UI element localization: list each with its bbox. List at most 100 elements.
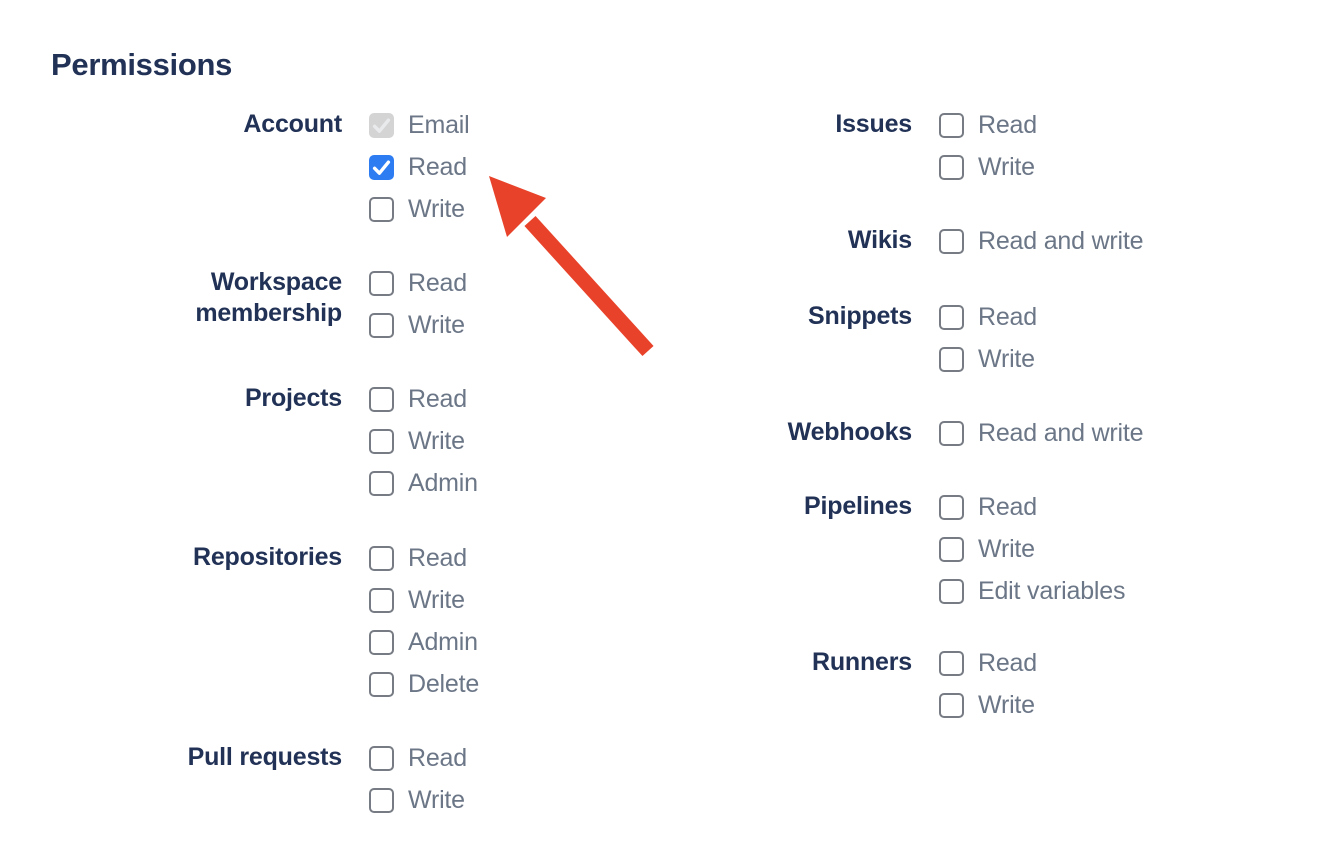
permission-option-list: Read Write	[939, 104, 1037, 188]
permission-option-label: Read	[978, 492, 1037, 521]
permission-option-label: Write	[978, 152, 1035, 181]
permission-option-label: Read	[408, 268, 467, 297]
permission-option-label: Delete	[408, 669, 480, 698]
permission-option-wikis-read-and-write[interactable]: Read and write	[939, 220, 1144, 262]
checkbox-pull-requests-write[interactable]	[369, 787, 394, 813]
permission-option-list: Read Write Admin	[369, 378, 478, 504]
checkbox-repositories-delete[interactable]	[369, 671, 394, 697]
permission-option-label: Write	[408, 194, 465, 223]
checkbox-issues-write[interactable]	[939, 154, 964, 180]
permission-option-label: Admin	[408, 468, 478, 497]
permission-option-projects-write[interactable]: Write	[369, 420, 478, 462]
permission-group-wikis: Wikis Read and write	[727, 220, 1144, 262]
permission-option-repositories-read[interactable]: Read	[369, 537, 479, 579]
permission-option-webhooks-read-and-write[interactable]: Read and write	[939, 412, 1144, 454]
permission-group-label: Projects	[244, 384, 342, 412]
permission-group-label: Wikis	[847, 226, 912, 254]
permission-group-pull-requests: Pull requests Read Write	[157, 737, 468, 821]
permission-option-label: Read	[408, 743, 467, 772]
permission-option-label: Write	[978, 534, 1035, 563]
permission-option-pull-requests-read[interactable]: Read	[369, 737, 467, 779]
checkbox-projects-write[interactable]	[369, 428, 394, 454]
permission-option-snippets-write[interactable]: Write	[939, 338, 1037, 380]
checkbox-snippets-read[interactable]	[939, 304, 964, 330]
checkmark-icon	[372, 160, 391, 175]
permission-option-pipelines-write[interactable]: Write	[939, 528, 1125, 570]
checkbox-projects-admin[interactable]	[369, 470, 394, 496]
permission-option-label: Read and write	[978, 226, 1144, 255]
checkbox-webhooks-read-and-write[interactable]	[939, 420, 964, 446]
permission-option-projects-read[interactable]: Read	[369, 378, 478, 420]
checkbox-repositories-write[interactable]	[369, 587, 394, 613]
checkbox-wikis-read-and-write[interactable]	[939, 228, 964, 254]
checkbox-workspace-membership-write[interactable]	[369, 312, 394, 338]
permission-option-repositories-delete[interactable]: Delete	[369, 663, 479, 705]
checkbox-pull-requests-read[interactable]	[369, 745, 394, 771]
red-arrow-shaft	[524, 215, 654, 357]
permission-option-workspace-membership-read[interactable]: Read	[369, 262, 467, 304]
permission-option-label: Read	[408, 152, 467, 181]
checkbox-pipelines-read[interactable]	[939, 494, 964, 520]
checkbox-issues-read[interactable]	[939, 112, 964, 138]
permission-option-label: Read	[978, 110, 1037, 139]
permission-option-label: Read	[408, 543, 467, 572]
checkbox-repositories-admin[interactable]	[369, 629, 394, 655]
permission-group-projects: Projects Read Write Admin	[157, 378, 478, 504]
permission-group-label: Issues	[835, 110, 912, 138]
permission-option-list: Read and write	[939, 412, 1144, 454]
permission-group-label: Account	[243, 110, 342, 138]
permission-option-label: Write	[408, 585, 465, 614]
permission-option-label: Write	[978, 344, 1035, 373]
permission-option-pipelines-edit-variables[interactable]: Edit variables	[939, 570, 1125, 612]
checkbox-account-write[interactable]	[369, 196, 394, 222]
permission-option-label: Write	[408, 785, 465, 814]
permission-option-label: Write	[978, 690, 1035, 719]
permission-option-label: Read	[408, 384, 467, 413]
checkmark-icon	[372, 118, 391, 133]
permission-group-label: Pull requests	[187, 743, 343, 771]
checkbox-projects-read[interactable]	[369, 386, 394, 412]
permission-group-repositories: Repositories Read Write Admin Delete	[157, 537, 479, 705]
permission-option-label: Read and write	[978, 418, 1144, 447]
checkbox-account-read[interactable]	[369, 154, 394, 180]
permission-option-label: Write	[408, 426, 465, 455]
permission-group-label: Snippets	[808, 302, 912, 330]
permission-option-issues-read[interactable]: Read	[939, 104, 1037, 146]
red-arrow-head-icon	[489, 176, 546, 237]
permission-option-label: Edit variables	[978, 576, 1126, 605]
permission-group-runners: Runners Read Write	[727, 642, 1037, 726]
checkbox-pipelines-write[interactable]	[939, 536, 964, 562]
checkbox-runners-write[interactable]	[939, 692, 964, 718]
permission-option-pipelines-read[interactable]: Read	[939, 486, 1125, 528]
checkbox-pipelines-edit-variables[interactable]	[939, 578, 964, 604]
permission-option-label: Read	[978, 302, 1037, 331]
permission-group-issues: Issues Read Write	[727, 104, 1037, 188]
checkbox-runners-read[interactable]	[939, 650, 964, 676]
permission-option-pull-requests-write[interactable]: Write	[369, 779, 467, 821]
permission-option-list: Read Write	[939, 296, 1037, 380]
permission-option-account-write[interactable]: Write	[369, 188, 470, 230]
permission-option-runners-read[interactable]: Read	[939, 642, 1037, 684]
permission-option-account-read[interactable]: Read	[369, 146, 470, 188]
permission-option-list: Read Write Admin Delete	[369, 537, 479, 705]
permission-option-workspace-membership-write[interactable]: Write	[369, 304, 467, 346]
checkbox-repositories-read[interactable]	[369, 545, 394, 571]
permission-option-list: Read Write	[369, 737, 467, 821]
permission-group-label: Webhooks	[787, 418, 913, 446]
checkbox-snippets-write[interactable]	[939, 346, 964, 372]
permission-option-projects-admin[interactable]: Admin	[369, 462, 478, 504]
permission-option-label: Admin	[408, 627, 478, 656]
permission-group-label: Pipelines	[804, 492, 912, 520]
permission-option-repositories-write[interactable]: Write	[369, 579, 479, 621]
permission-option-label: Email	[408, 110, 470, 139]
permission-option-list: Read Write	[369, 262, 467, 346]
permission-option-issues-write[interactable]: Write	[939, 146, 1037, 188]
permission-option-repositories-admin[interactable]: Admin	[369, 621, 479, 663]
permission-group-account: Account Email Read Write	[157, 104, 470, 230]
permission-option-list: Read and write	[939, 220, 1144, 262]
permissions-heading: Permissions	[51, 47, 233, 82]
permission-option-runners-write[interactable]: Write	[939, 684, 1037, 726]
permission-option-snippets-read[interactable]: Read	[939, 296, 1037, 338]
checkbox-workspace-membership-read[interactable]	[369, 270, 394, 296]
